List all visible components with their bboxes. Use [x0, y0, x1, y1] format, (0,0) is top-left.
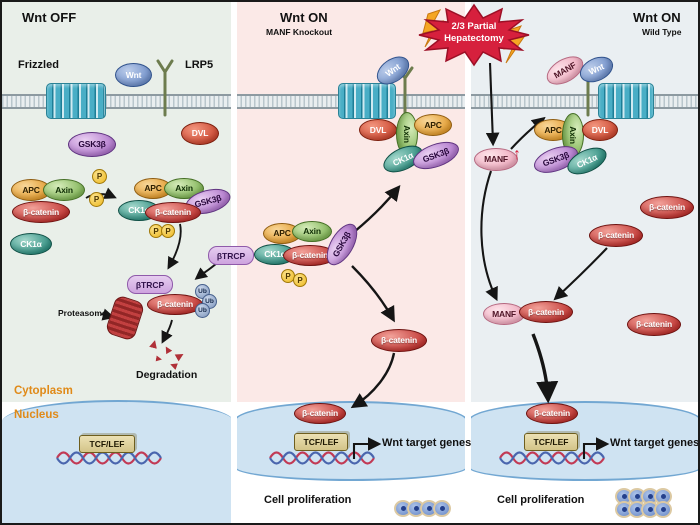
btrcp-protein: βTRCP [127, 275, 173, 294]
gsk3b-protein: GSK3β [68, 132, 116, 157]
panel-right-title: Wnt ON [633, 10, 681, 25]
cell-nucleus-dot [634, 507, 640, 512]
cytoplasm-label: Cytoplasm [14, 385, 73, 397]
cell-nucleus-dot [647, 494, 653, 499]
wnt-protein: Wnt [115, 63, 152, 87]
cell-nucleus-dot [660, 507, 666, 512]
b-catenin-protein: β-catenin [627, 313, 681, 336]
frizzled-label: Frizzled [18, 59, 59, 71]
b-catenin-protein: β-catenin [12, 201, 70, 223]
b-catenin-protein: β-catenin [294, 403, 346, 424]
nucleus-label: Nucleus [14, 409, 59, 421]
cell-proliferation-label: Cell proliferation [497, 494, 585, 506]
cell-nucleus-dot [426, 506, 432, 511]
b-catenin-protein: β-catenin [519, 301, 573, 323]
hepatectomy-label: 2/3 Partial Hepatectomy [430, 21, 518, 45]
proteasome-label: Proteasome [58, 308, 107, 318]
hepatectomy-line2: Hepatectomy [444, 32, 504, 44]
dvl-protein: DVL [359, 119, 397, 141]
btrcp-protein: βTRCP [208, 246, 254, 265]
wnt-target-genes-label: Wnt target genes [610, 437, 700, 449]
b-catenin-protein: β-catenin [371, 329, 427, 352]
apc-protein: APC [414, 114, 452, 136]
up-arrow-icon: ↑ [513, 146, 521, 163]
frizzled-receptor [598, 83, 654, 119]
dvl-protein: DVL [582, 119, 618, 141]
degradation-label: Degradation [136, 369, 198, 381]
panel-divider [465, 2, 471, 523]
cell-nucleus-dot [400, 506, 406, 511]
frizzled-receptor [46, 83, 106, 119]
b-catenin-protein: β-catenin [640, 196, 694, 219]
tcf-lef-complex: TCF/LEF [79, 435, 135, 453]
manf-protein: MANF [474, 148, 518, 171]
tcf-lef-complex: TCF/LEF [294, 433, 348, 451]
axin-protein: Axin [292, 221, 332, 242]
cell-nucleus-dot [621, 507, 627, 512]
cell-nucleus-dot [621, 494, 627, 499]
dvl-protein: DVL [181, 122, 219, 145]
cell-nucleus-dot [634, 494, 640, 499]
tcf-lef-complex: TCF/LEF [524, 433, 578, 451]
frizzled-receptor [338, 83, 396, 119]
phosphate-icon: P [89, 192, 104, 207]
cell-nucleus-dot [660, 494, 666, 499]
phosphate-icon: P [161, 224, 175, 238]
b-catenin-protein: β-catenin [147, 294, 203, 315]
panel-middle-subtitle: MANF Knockout [266, 27, 333, 37]
ck1a-protein: CK1α [10, 233, 52, 255]
panel-middle-title: Wnt ON [280, 10, 328, 25]
ubiquitin-icon: Ub [195, 303, 210, 318]
panel-left-title: Wnt OFF [22, 10, 77, 25]
axin-protein: Axin [43, 179, 85, 201]
phosphate-icon: P [92, 169, 107, 184]
cell [654, 501, 672, 518]
cell-nucleus-dot [413, 506, 419, 511]
hepatectomy-line1: 2/3 Partial [451, 21, 497, 32]
cell [433, 500, 451, 517]
b-catenin-protein: β-catenin [526, 403, 578, 424]
b-catenin-protein: β-catenin [589, 224, 643, 247]
cell-nucleus-dot [647, 507, 653, 512]
phosphate-icon: P [293, 273, 307, 287]
panel-right-subtitle: Wild Type [642, 27, 682, 37]
lrp5-label: LRP5 [185, 59, 214, 71]
cell-proliferation-label: Cell proliferation [264, 494, 352, 506]
cell-nucleus-dot [439, 506, 445, 511]
wnt-target-genes-label: Wnt target genes [382, 437, 472, 449]
panel-middle-bg [234, 2, 468, 402]
b-catenin-protein: β-catenin [145, 202, 201, 223]
